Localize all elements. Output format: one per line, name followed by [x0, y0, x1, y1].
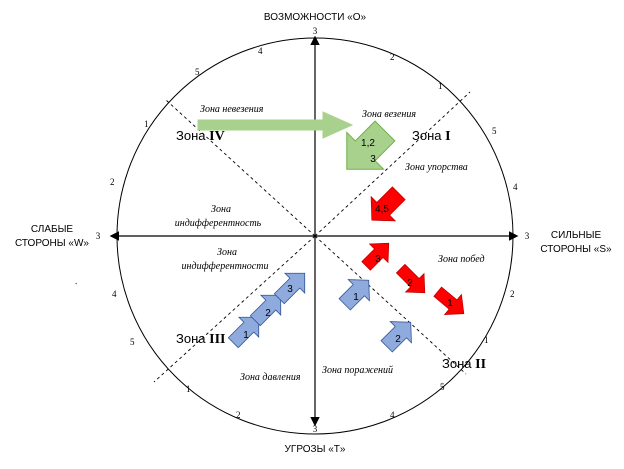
red-arrow-label-45: 4,5: [375, 204, 389, 215]
label-indiff-top-1: Зона: [211, 204, 231, 215]
scale-tr-2: 2: [390, 52, 395, 62]
label-porazhenie: Зона поражений: [322, 365, 393, 376]
scale-tr-1: 1: [438, 81, 443, 91]
scale-bl-4: 4: [112, 289, 117, 299]
scale-br-2: 2: [510, 289, 515, 299]
scale-tl-2: 2: [110, 177, 115, 187]
label-threats: УГРОЗЫ «T»: [285, 444, 346, 455]
red-arrow-label-3: 3: [375, 254, 381, 265]
blue-arrow-right-2: 2: [380, 321, 412, 353]
scale-top-right: 2 1 5 4: [390, 52, 518, 192]
scale-br-5: 5: [440, 382, 445, 392]
label-pobed: Зона побед: [438, 254, 485, 265]
diag-ur: [314, 91, 471, 237]
zone-iii: Зона III: [176, 331, 225, 347]
scale-tl-1: 1: [144, 119, 149, 129]
scale-tl-5: 5: [195, 67, 200, 77]
scale-top-left: 4 5 1 2: [110, 46, 263, 187]
red-arrow-3: 3: [361, 242, 390, 271]
zone-iv: Зона IV: [176, 128, 225, 144]
label-vezenie: Зона везения: [362, 109, 416, 120]
label-strong-1: СИЛЬНЫЕ: [551, 230, 602, 241]
label-indiff-bot-2: индифферентности: [182, 261, 269, 272]
zone-i: Зона I: [412, 128, 451, 144]
scale-br-1: 1: [484, 335, 489, 345]
axis-bottom-value: 3: [313, 424, 318, 434]
red-arrow-label-1: 1: [447, 298, 453, 309]
label-weak-1: СЛАБЫЕ: [31, 224, 74, 235]
axis-left-value: 3: [96, 231, 101, 241]
scale-tl-4: 4: [258, 46, 263, 56]
green-diagonal-arrow: 1,2 3: [346, 120, 396, 170]
stray-dot: .: [75, 276, 77, 286]
blue-arrow-left-3: 3: [273, 272, 306, 305]
blue-arrow-right-1: 1: [338, 279, 370, 311]
label-strong-2: СТОРОНЫ «S»: [540, 244, 612, 255]
label-indiff-top-2: индифферентность: [175, 218, 262, 229]
blue-arrow-left-2: 2: [249, 294, 282, 327]
blue-right-label-1: 1: [353, 292, 359, 303]
label-davlenie: Зона давления: [240, 372, 301, 383]
scale-bottom-right: 4 5 1 2: [390, 289, 515, 420]
scale-bl-2: 2: [236, 410, 241, 420]
red-arrow-45: 4,5: [370, 186, 406, 222]
scale-bl-1: 1: [186, 384, 191, 394]
label-opportunities: ВОЗМОЖНОСТИ «O»: [264, 12, 367, 23]
axis-right-value: 3: [525, 231, 530, 241]
label-indiff-bot-1: Зона: [217, 247, 237, 258]
blue-left-label-1: 1: [243, 330, 249, 341]
green-arrow-label-2: 3: [370, 154, 376, 165]
label-nevezenie: Зона невезения: [200, 104, 264, 115]
diag-lr: [314, 235, 467, 375]
label-upornost: Зона упорства: [405, 162, 468, 173]
blue-left-label-3: 3: [287, 284, 293, 295]
label-weak-2: СТОРОНЫ «W»: [15, 238, 89, 249]
green-arrow-label-1: 1,2: [361, 138, 375, 149]
red-arrow-1: 1: [433, 286, 465, 315]
scale-bl-5: 5: [130, 337, 135, 347]
scale-tr-5: 5: [492, 126, 497, 136]
diag-ul: [165, 99, 316, 237]
diag-ll: [153, 235, 316, 383]
blue-left-label-2: 2: [265, 308, 271, 319]
red-arrow-2: 2: [395, 263, 426, 294]
axis-top-value: 3: [313, 26, 318, 36]
scale-tr-4: 4: [513, 182, 518, 192]
blue-right-label-2: 2: [395, 334, 401, 345]
scale-br-4: 4: [390, 410, 395, 420]
scale-bottom-left: 4 5 1 2: [112, 289, 241, 420]
zone-ii: Зона II: [442, 356, 486, 372]
green-horizontal-arrow: [197, 111, 354, 139]
blue-arrow-left-1: 1: [227, 316, 260, 349]
red-arrow-label-2: 2: [407, 278, 413, 289]
